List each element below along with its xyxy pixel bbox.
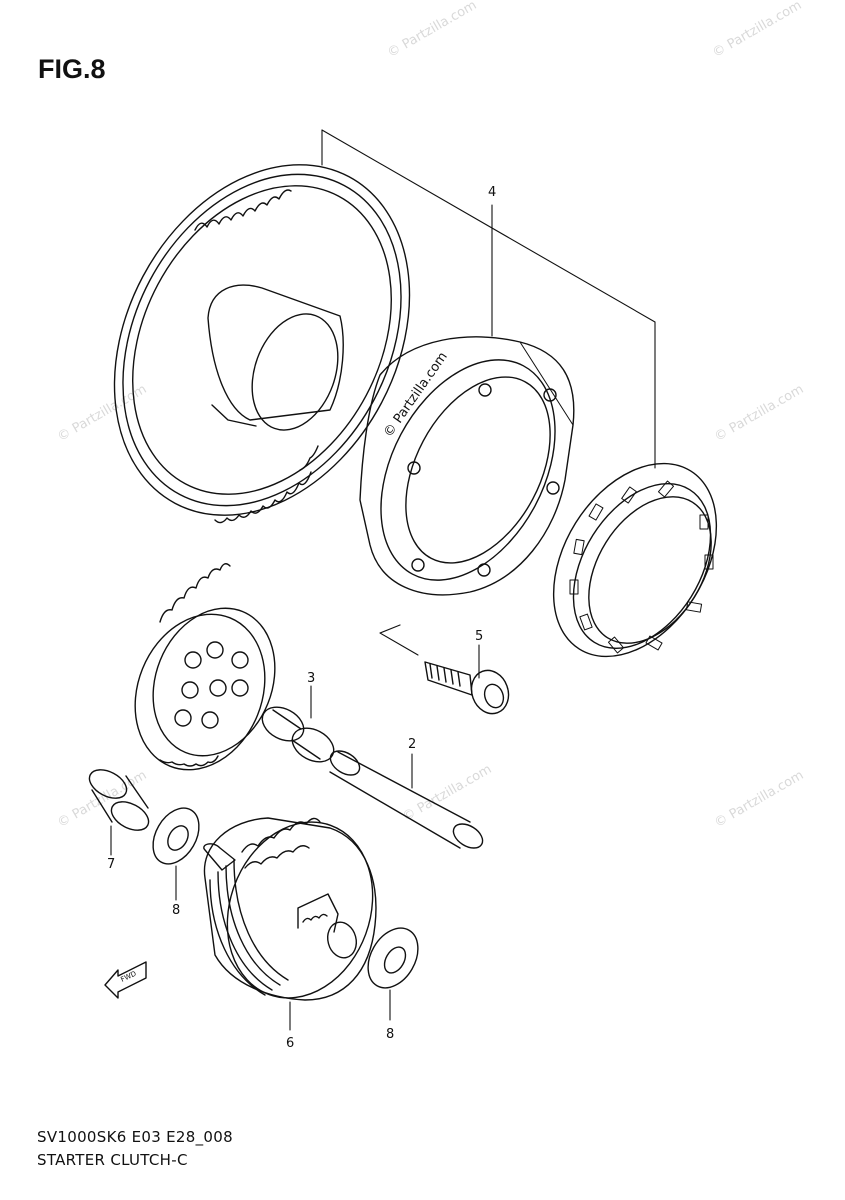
shaft-2: [329, 750, 484, 849]
diagram-code: SV1000SK6 E03 E28_008: [37, 1128, 233, 1146]
washer-8-left: [152, 807, 200, 901]
bushing-7: [88, 769, 150, 856]
bushing-3: [261, 706, 335, 763]
callout-7: 7: [107, 857, 115, 872]
callout-3: 3: [307, 671, 315, 686]
leader-lines-5: [379, 624, 480, 679]
callout-8: 8: [386, 1027, 394, 1042]
starter-driven-gear: [113, 164, 411, 524]
leader-lines-4: [321, 129, 656, 469]
callout-2: 2: [408, 737, 416, 752]
starter-torque-limiter-6: [203, 817, 377, 1031]
fwd-arrow-icon: FWD: [104, 961, 147, 999]
starter-clutch-body: [359, 336, 575, 596]
diagram-name: STARTER CLUTCH-C: [37, 1151, 188, 1169]
one-way-clutch: [552, 462, 718, 658]
callout-5: 5: [475, 629, 483, 644]
bolt-5: [424, 661, 510, 715]
callout-6: 6: [286, 1036, 294, 1051]
washer-8-right: [367, 927, 419, 1021]
starter-idle-gear: [134, 563, 276, 771]
figure-title: FIG.8: [38, 54, 106, 84]
callout-8: 8: [172, 903, 180, 918]
callout-4: 4: [488, 185, 496, 200]
